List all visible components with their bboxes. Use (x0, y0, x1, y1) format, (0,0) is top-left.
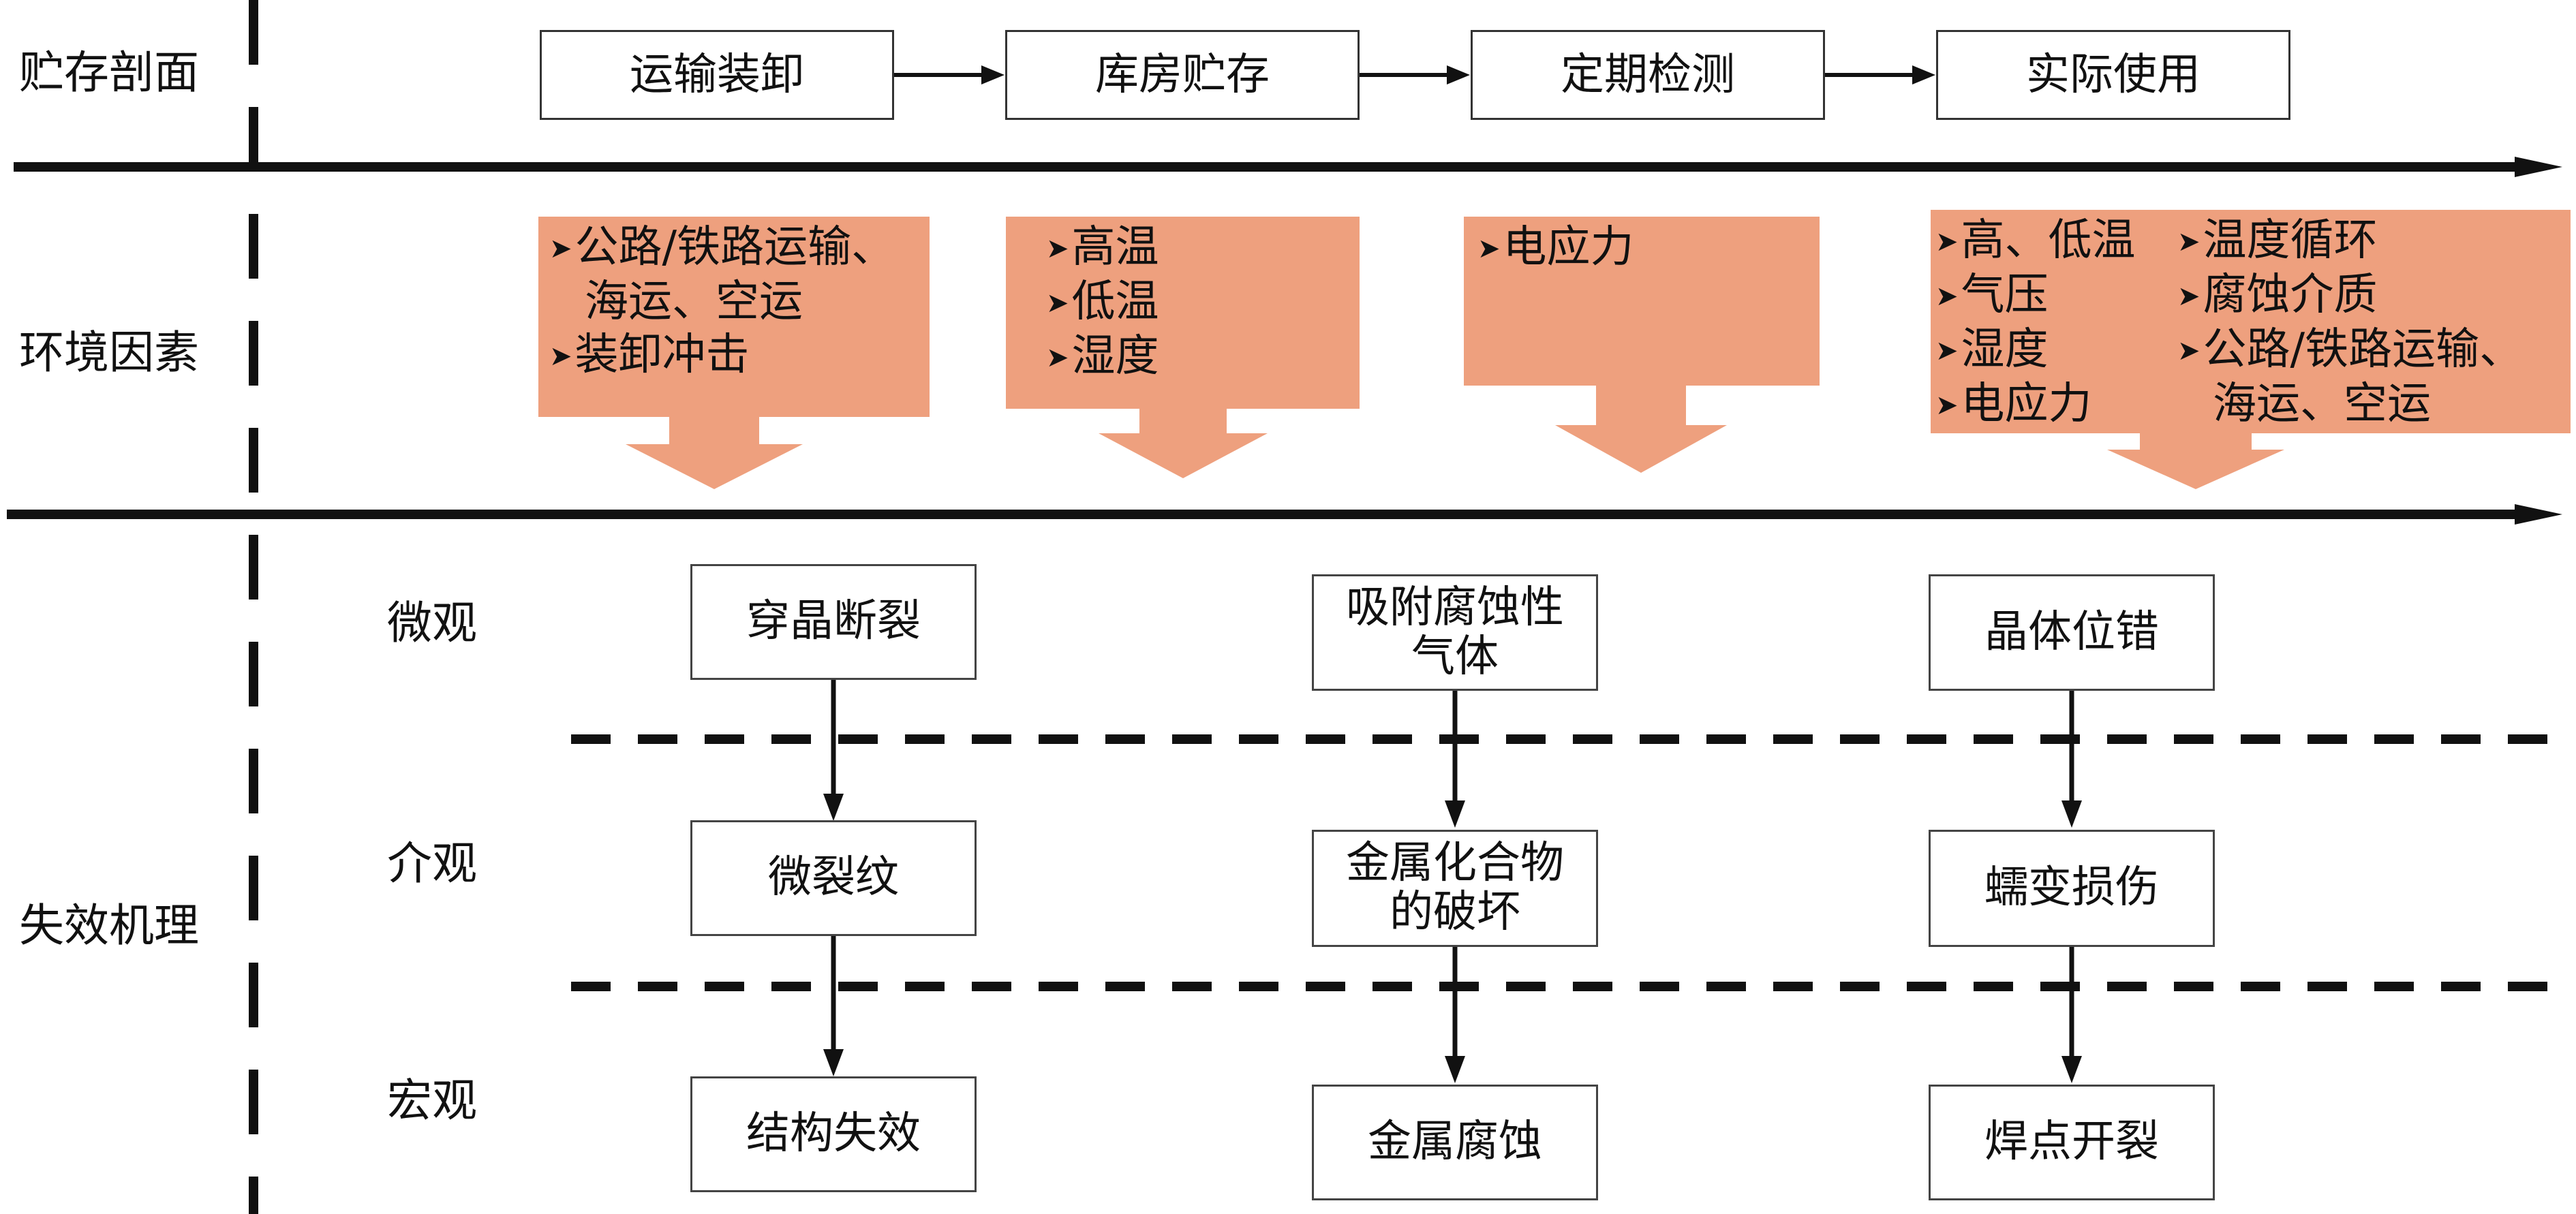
env-list-usage-left: ➤高、低温➤气压➤湿度➤电应力 (1935, 214, 2136, 432)
env-item-text: 高温 (1071, 222, 1159, 273)
arrowhead-bullet-icon: ➤ (2177, 281, 2201, 312)
env-callout-inspection (1464, 217, 1820, 473)
env-item-text: 腐蚀介质 (2203, 270, 2378, 320)
env-item: ➤公路/铁路运输、 (2177, 323, 2523, 377)
env-item-text: 公路/铁路运输、 (2203, 324, 2524, 375)
env-item: ➤湿度 (1046, 330, 1159, 384)
arrowhead-bullet-icon: ➤ (1935, 281, 1959, 312)
arrowhead-bullet-icon: ➤ (1935, 390, 1959, 421)
env-callout-warehouse (1006, 217, 1360, 478)
arrowhead-bullet-icon: ➤ (1046, 342, 1069, 373)
arrowhead-bullet-icon: ➤ (2177, 226, 2201, 258)
stage-flow-arrow (1360, 65, 1470, 84)
stage-box-transport: 运输装卸 (540, 30, 894, 120)
env-callout-usage (1931, 210, 2571, 489)
mechanism-box-structural-failure: 结构失效 (690, 1076, 977, 1192)
env-item-text: 公路/铁路运输、 (574, 222, 895, 273)
mechanism-box-metal-corrosion: 金属腐蚀 (1312, 1085, 1598, 1200)
arrowhead-bullet-icon: ➤ (1935, 226, 1959, 258)
stage-box-inspection: 定期检测 (1471, 30, 1825, 120)
mechanism-box-transgranular-fracture: 穿晶断裂 (690, 564, 977, 680)
mechanism-box-crystal-dislocation: 晶体位错 (1929, 574, 2215, 691)
env-item: ➤气压 (1935, 268, 2136, 323)
top-axis-arrow (14, 157, 2562, 177)
arrowhead-bullet-icon: ➤ (1046, 233, 1069, 264)
env-item: ➤装卸冲击 (549, 328, 895, 383)
stage-box-usage: 实际使用 (1936, 30, 2290, 120)
arrowhead-bullet-icon: ➤ (549, 233, 572, 264)
env-item: ➤高温 (1046, 221, 1159, 275)
mechanism-arrow (2061, 947, 2082, 1083)
row-label-storage-profile: 贮存剖面 (19, 46, 199, 99)
env-item-text: 电应力 (1503, 222, 1634, 273)
arrowhead-bullet-icon: ➤ (1477, 233, 1501, 264)
env-list-transport: ➤公路/铁路运输、海运、空运➤装卸冲击 (549, 221, 895, 383)
row-label-failure-mechanism: 失效机理 (19, 899, 199, 952)
middle-axis-arrow (7, 504, 2562, 525)
env-item: 海运、空运 (2177, 377, 2523, 431)
mechanism-box-creep-damage: 蠕变损伤 (1929, 830, 2215, 947)
level-label-macro: 宏观 (387, 1074, 477, 1127)
env-item-text: 气压 (1961, 270, 2049, 320)
arrowhead-bullet-icon: ➤ (1935, 335, 1959, 367)
mechanism-arrow (2061, 691, 2082, 828)
env-item: ➤湿度 (1935, 323, 2136, 377)
arrowhead-bullet-icon: ➤ (1046, 287, 1069, 319)
env-list-warehouse: ➤高温➤低温➤湿度 (1046, 221, 1159, 384)
env-list-inspection: ➤电应力 (1477, 221, 1634, 275)
mechanism-arrow (1445, 947, 1465, 1083)
env-callout-transport (538, 217, 930, 489)
env-list-usage-right: ➤温度循环➤腐蚀介质➤公路/铁路运输、海运、空运 (2177, 214, 2523, 431)
mechanism-arrow (823, 680, 844, 821)
env-item-text: 装卸冲击 (574, 330, 750, 380)
env-item: ➤电应力 (1477, 221, 1634, 275)
env-item-text: 海运、空运 (585, 277, 803, 327)
env-item: ➤高、低温 (1935, 214, 2136, 268)
env-item-text: 高、低温 (1961, 215, 2136, 266)
mechanism-arrow (823, 936, 844, 1076)
level-label-meso: 介观 (387, 837, 477, 890)
env-item-text: 湿度 (1071, 331, 1159, 382)
row-label-env-factors: 环境因素 (19, 326, 199, 379)
env-item: ➤腐蚀介质 (2177, 268, 2523, 323)
env-item: ➤低温 (1046, 275, 1159, 330)
stage-flow-arrow (894, 65, 1005, 84)
mechanism-box-microcrack: 微裂纹 (690, 820, 977, 936)
stage-box-warehouse: 库房贮存 (1005, 30, 1360, 120)
stage-flow-arrow (1825, 65, 1935, 84)
env-item-text: 海运、空运 (2213, 379, 2431, 429)
mechanism-box-intermetallic-damage: 金属化合物 的破坏 (1312, 830, 1598, 947)
level-label-micro: 微观 (387, 597, 477, 649)
env-item-text: 温度循环 (2203, 215, 2378, 266)
arrowhead-bullet-icon: ➤ (549, 341, 572, 372)
env-item-text: 电应力 (1961, 379, 2092, 429)
env-item: ➤温度循环 (2177, 214, 2523, 268)
env-item: ➤公路/铁路运输、 (549, 221, 895, 275)
mechanism-arrow (1445, 691, 1465, 828)
env-item: 海运、空运 (549, 275, 895, 328)
arrowhead-bullet-icon: ➤ (2177, 335, 2201, 367)
env-item: ➤电应力 (1935, 377, 2136, 432)
mechanism-box-corrosive-gas-adsorption: 吸附腐蚀性 气体 (1312, 574, 1598, 691)
env-item-text: 低温 (1071, 277, 1159, 327)
mechanism-box-solder-joint-cracking: 焊点开裂 (1929, 1085, 2215, 1200)
env-item-text: 湿度 (1961, 324, 2049, 375)
